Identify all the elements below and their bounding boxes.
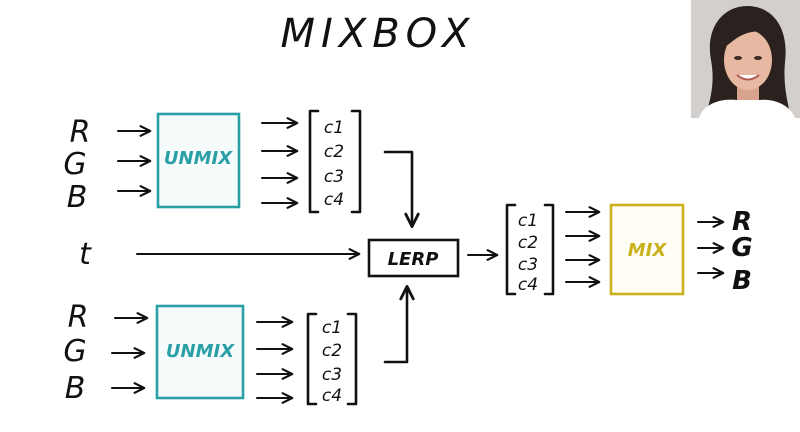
unmix-bottom-box: UNMIX <box>155 304 245 400</box>
input-bottom-r: R <box>68 300 89 335</box>
t-label: t <box>79 237 92 272</box>
coeff-bottom-c3: c3 <box>322 365 342 385</box>
coeff-top-c1: c1 <box>324 118 344 138</box>
coeff-mixed-c3: c3 <box>518 255 538 275</box>
input-top-g: G <box>63 147 86 182</box>
lerp-label: LERP <box>388 249 439 270</box>
coeff-vector-top: c1 c2 c3 c4 <box>308 109 362 214</box>
input-top-r: R <box>70 115 91 150</box>
coeff-top-c3: c3 <box>324 167 344 187</box>
unmix-top-label: UNMIX <box>164 148 233 169</box>
title: MIXBOX <box>281 11 476 57</box>
coeff-bottom-c2: c2 <box>322 341 342 361</box>
output-b: B <box>732 266 752 296</box>
speaker-avatar <box>691 0 800 118</box>
lerp-box: LERP <box>367 238 460 278</box>
coeff-top-c4: c4 <box>324 190 344 210</box>
coeff-top-c2: c2 <box>324 142 344 162</box>
unmix-top-box: UNMIX <box>156 112 241 209</box>
coeff-vector-mixed: c1 c2 c3 c4 <box>505 203 555 296</box>
mix-input-arrows <box>565 206 601 288</box>
webcam-video <box>691 0 800 118</box>
input-bottom-g: G <box>63 334 86 369</box>
bottom-to-lerp-arrow <box>383 285 415 364</box>
top-to-lerp-arrow <box>383 150 420 228</box>
coeff-mixed-c1: c1 <box>518 211 538 231</box>
mix-label: MIX <box>628 240 668 261</box>
output-g: G <box>731 233 752 263</box>
coeff-bottom-c1: c1 <box>322 318 342 338</box>
mix-box: MIX <box>609 203 685 296</box>
unmix-bottom-label: UNMIX <box>166 341 235 362</box>
input-bottom-arrows <box>111 312 149 394</box>
unmix-top-output-arrows <box>261 117 299 209</box>
coeff-vector-bottom: c1 c2 c3 c4 <box>306 312 358 406</box>
input-top-b: B <box>67 180 88 215</box>
output-r: R <box>732 207 752 237</box>
coeff-bottom-c4: c4 <box>322 386 342 406</box>
input-top-arrows <box>117 125 152 197</box>
coeff-mixed-c4: c4 <box>518 275 538 295</box>
coeff-mixed-c2: c2 <box>518 233 538 253</box>
input-bottom-b: B <box>65 371 86 406</box>
unmix-bottom-output-arrows <box>256 316 294 404</box>
output-arrows <box>697 216 725 279</box>
